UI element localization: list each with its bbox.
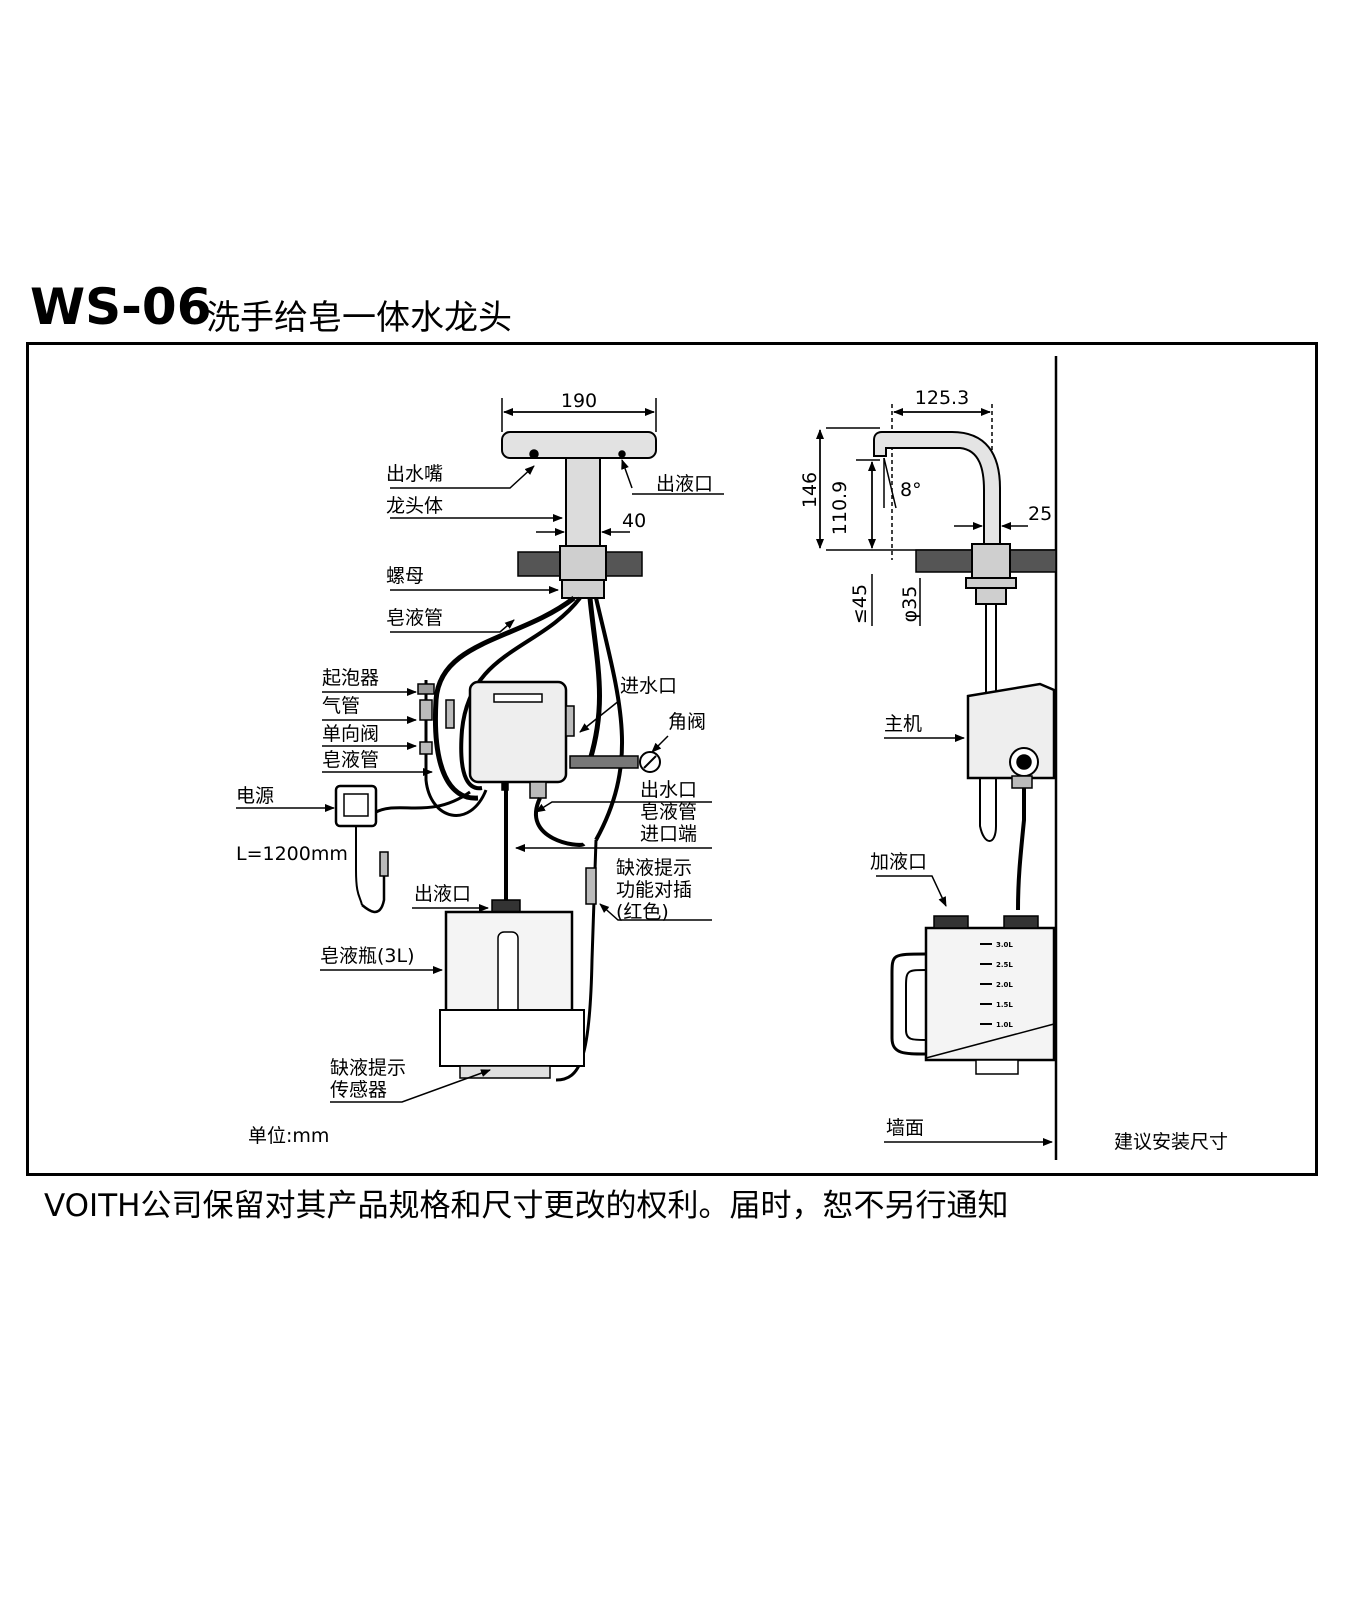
label-angle-valve: 角阀 bbox=[668, 711, 706, 733]
bottle-mark: 1.0L bbox=[996, 1021, 1013, 1029]
bottle-mark: 2.5L bbox=[996, 961, 1013, 969]
product-title: 洗手给皂一体水龙头 bbox=[206, 298, 512, 338]
dim-height: 146 bbox=[799, 472, 821, 508]
model-number: WS-06 bbox=[30, 278, 212, 336]
label-spout: 出水嘴 bbox=[386, 463, 443, 485]
label-sensor-line2: 传感器 bbox=[330, 1079, 387, 1101]
label-soap-inlet-line2: 进口端 bbox=[640, 823, 697, 845]
front-view bbox=[334, 398, 661, 1082]
label-power: 电源 bbox=[236, 785, 274, 807]
label-sensor-line1: 缺液提示 bbox=[330, 1057, 406, 1079]
dim-body-width: 40 bbox=[622, 510, 646, 532]
label-body: 龙头体 bbox=[386, 495, 443, 517]
bottle-mark: 1.5L bbox=[996, 1001, 1013, 1009]
label-liquid-outlet-top: 出液口 bbox=[656, 473, 713, 495]
dim-hole-diameter: φ35 bbox=[899, 586, 921, 623]
label-soap-tube-top: 皂液管 bbox=[386, 607, 443, 629]
label-alarm-line2: 功能对插 bbox=[616, 879, 692, 901]
dim-deck-thickness: ≤45 bbox=[849, 584, 871, 624]
label-foamer: 起泡器 bbox=[322, 667, 379, 689]
bottle-mark: 3.0L bbox=[996, 941, 1013, 949]
label-soap-bottle: 皂液瓶(3L) bbox=[320, 945, 415, 967]
label-water-inlet: 进水口 bbox=[620, 675, 677, 697]
label-cable-length: L=1200mm bbox=[236, 843, 348, 865]
drawing-frame bbox=[26, 342, 1318, 1176]
dim-angle: 8° bbox=[900, 479, 922, 501]
dim-width: 190 bbox=[561, 390, 597, 412]
label-unit: 单位:mm bbox=[248, 1125, 329, 1147]
label-liquid-outlet-bottle: 出液口 bbox=[414, 883, 471, 905]
label-water-outlet: 出水口 bbox=[640, 779, 697, 801]
label-check-valve: 单向阀 bbox=[322, 723, 379, 745]
label-soap-tube: 皂液管 bbox=[322, 749, 379, 771]
label-soap-inlet-line1: 皂液管 bbox=[640, 801, 697, 823]
dim-reach: 125.3 bbox=[915, 387, 969, 409]
label-alarm-line3: (红色) bbox=[616, 901, 669, 923]
dim-spout-height: 110.9 bbox=[829, 481, 851, 535]
label-air-tube: 气管 bbox=[322, 695, 360, 717]
bottle-mark: 2.0L bbox=[996, 981, 1013, 989]
rights-notice: VOITH公司保留对其产品规格和尺寸更改的权利。届时，恕不另行通知 bbox=[44, 1188, 1009, 1224]
label-alarm-line1: 缺液提示 bbox=[616, 857, 692, 879]
label-fill-port: 加液口 bbox=[870, 851, 927, 873]
label-nut: 螺母 bbox=[386, 565, 424, 587]
label-main-unit: 主机 bbox=[884, 713, 922, 735]
label-recommended-size: 建议安装尺寸 bbox=[1114, 1131, 1228, 1153]
label-wall: 墙面 bbox=[886, 1117, 924, 1139]
dim-wall-gap: 25 bbox=[1028, 503, 1052, 525]
side-view bbox=[816, 356, 1058, 1160]
